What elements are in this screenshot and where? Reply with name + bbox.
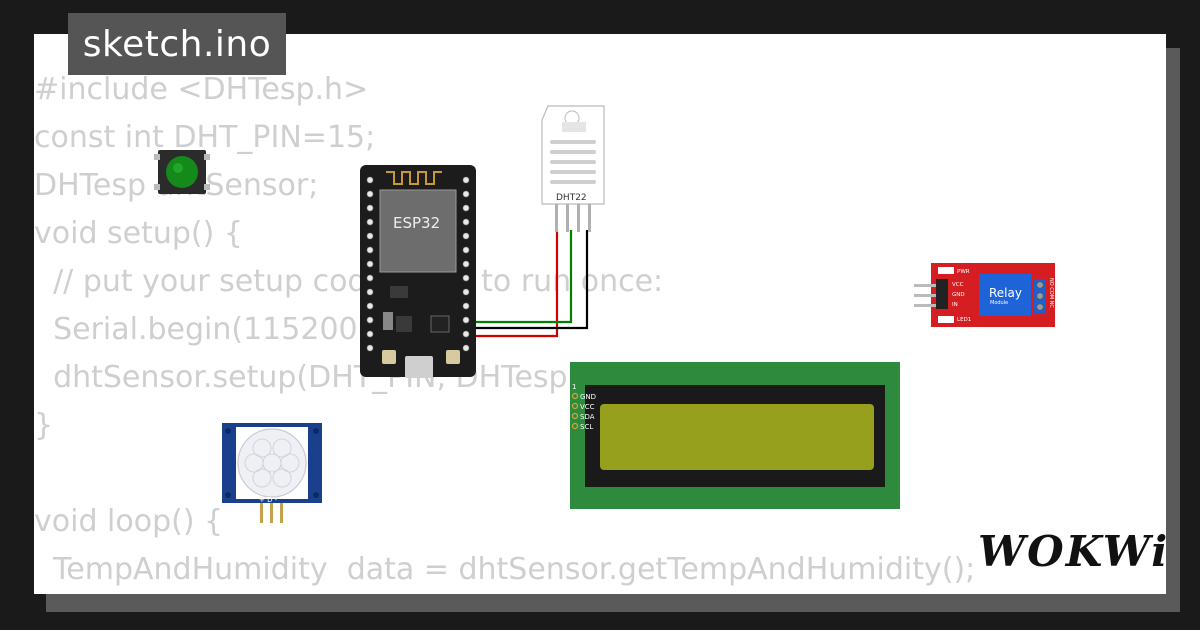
- pir-pin-labels: + D -: [259, 496, 278, 504]
- lcd-1602[interactable]: 1 GND VCC SDA SCL: [570, 362, 900, 509]
- code-line: const int DHT_PIN=15;: [34, 120, 376, 155]
- lcd-pin-gnd: GND: [580, 393, 596, 401]
- wires: [473, 230, 589, 338]
- file-tab-sketch[interactable]: sketch.ino: [68, 13, 286, 75]
- dht22-label: DHT22: [556, 193, 587, 203]
- esp32-chip-label: ESP32: [393, 214, 440, 232]
- pushbutton[interactable]: [154, 150, 210, 194]
- relay-pin-in: IN: [952, 302, 958, 308]
- relay-module[interactable]: PWR LED1 VCC GND IN Relay Module NO COM …: [914, 263, 1055, 327]
- pir-sensor[interactable]: + D -: [222, 423, 322, 523]
- relay-pwr-label: PWR: [957, 269, 970, 275]
- relay-pin-gnd: GND: [952, 292, 965, 298]
- lcd-pin-1: 1: [572, 383, 576, 391]
- relay-led-label: LED1: [957, 317, 971, 323]
- lcd-pin-vcc: VCC: [580, 403, 595, 411]
- code-line: TempAndHumidity data = dhtSensor.getTemp…: [34, 552, 976, 587]
- relay-side-label: NO COM NC: [1048, 278, 1054, 308]
- wokwi-logo: WOKWi: [978, 527, 1170, 576]
- code-line: }: [34, 408, 54, 443]
- esp32-board[interactable]: ESP32: [360, 165, 476, 378]
- lcd-pin-scl: SCL: [580, 423, 593, 431]
- relay-subtitle: Module: [990, 300, 1008, 306]
- dht22-sensor[interactable]: DHT22: [541, 105, 605, 232]
- relay-pin-vcc: VCC: [952, 282, 964, 288]
- code-line: Serial.begin(115200);: [34, 312, 380, 347]
- relay-title: Relay: [989, 286, 1022, 300]
- lcd-pin-sda: SDA: [580, 413, 595, 421]
- code-line: void setup() {: [34, 216, 243, 251]
- code-line: void loop() {: [34, 504, 224, 539]
- code-line: #include <DHTesp.h>: [34, 72, 369, 107]
